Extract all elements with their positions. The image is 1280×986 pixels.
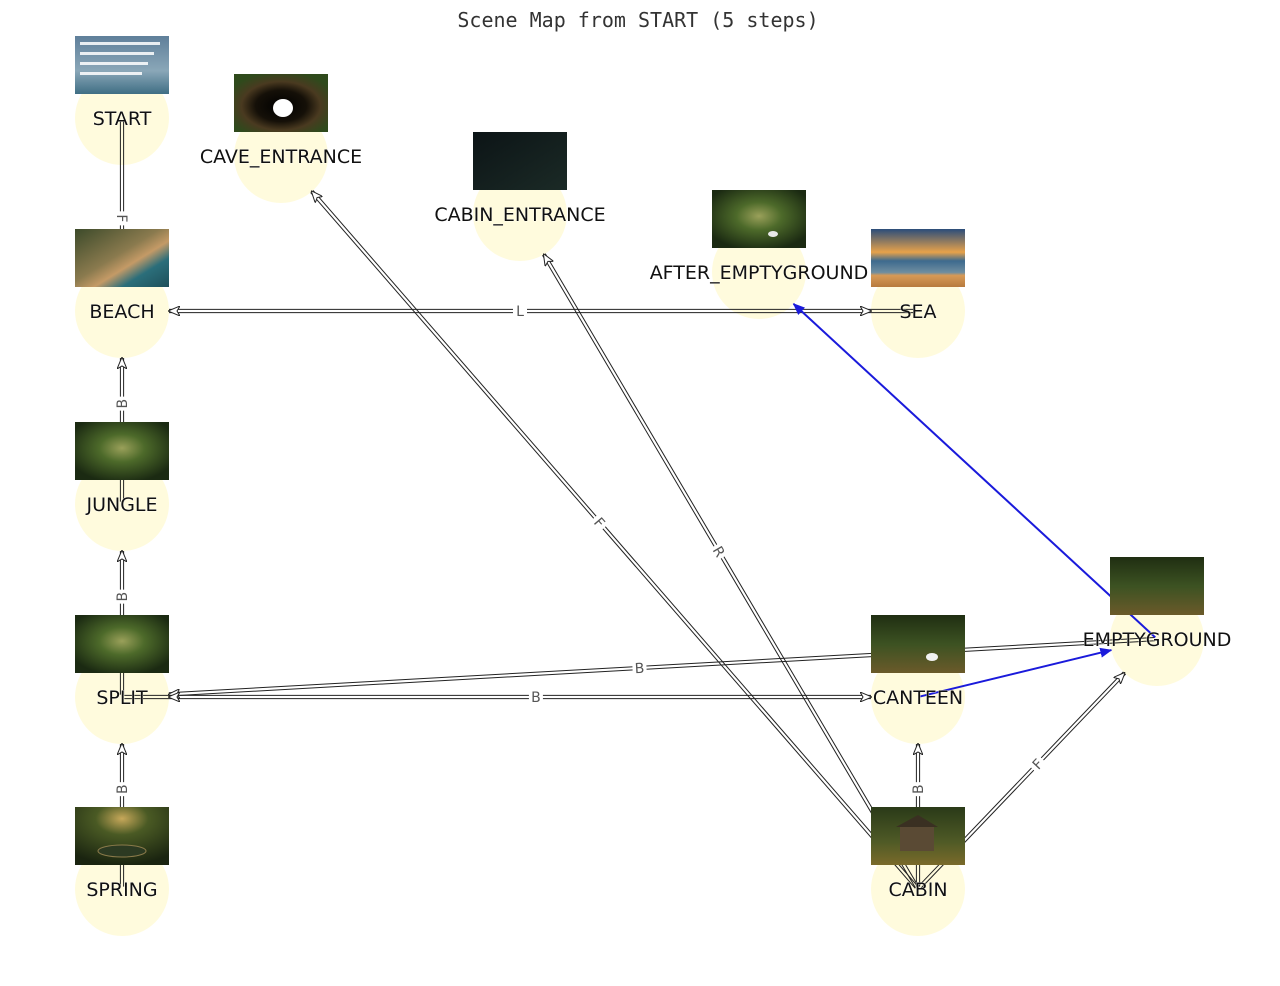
node-label-cave-entrance: CAVE_ENTRANCE bbox=[200, 146, 362, 168]
node-circle-after-emptyground[interactable] bbox=[712, 225, 806, 319]
edge-label-bg bbox=[113, 782, 131, 797]
edge-emptyground-to-after-emptyground bbox=[792, 303, 1156, 639]
map-title: Scene Map from START (5 steps) bbox=[457, 8, 818, 32]
node-circle-cabin-entrance[interactable] bbox=[473, 167, 567, 261]
node-circle-sea[interactable] bbox=[871, 264, 965, 358]
egg-shape bbox=[926, 653, 938, 661]
node-circle-emptyground[interactable] bbox=[1110, 592, 1204, 686]
node-circle-cabin[interactable] bbox=[871, 842, 965, 936]
node-label-beach: BEACH bbox=[89, 301, 154, 323]
node-label-after-emptyground: AFTER_EMPTYGROUND bbox=[650, 262, 869, 284]
edge-cabin-to-cabin-entrance: R bbox=[542, 253, 919, 889]
node-label-spring: SPRING bbox=[86, 879, 157, 901]
edge-line-b bbox=[168, 640, 1155, 697]
jungle-split-image bbox=[75, 615, 169, 673]
edge-label-bg bbox=[113, 396, 131, 411]
edge-label: B bbox=[115, 784, 131, 794]
edge-canteen-to-emptyground bbox=[920, 647, 1113, 698]
node-after-emptyground[interactable]: AFTER_EMPTYGROUND bbox=[649, 190, 869, 284]
node-circle-split[interactable] bbox=[75, 650, 169, 744]
edge-label: F bbox=[113, 214, 129, 222]
edge-cabin-to-cave-entrance: F bbox=[310, 190, 919, 889]
node-split[interactable]: SPLIT bbox=[75, 615, 169, 709]
edge-label: B bbox=[634, 661, 644, 678]
node-label-start: START bbox=[93, 108, 152, 130]
node-circle-jungle[interactable] bbox=[75, 457, 169, 551]
edge-line-a bbox=[312, 190, 919, 887]
node-label-canteen: CANTEEN bbox=[873, 687, 963, 709]
node-cabin-entrance[interactable]: CABIN_ENTRANCE bbox=[434, 132, 606, 226]
node-circles bbox=[75, 71, 1204, 936]
node-circle-canteen[interactable] bbox=[871, 650, 965, 744]
node-sea[interactable]: SEA bbox=[871, 229, 965, 323]
edge-label-bg bbox=[513, 302, 527, 320]
cabin-roof bbox=[896, 815, 938, 827]
node-circle-cave-entrance[interactable] bbox=[234, 109, 328, 203]
node-beach[interactable]: BEACH bbox=[75, 229, 169, 323]
node-cabin[interactable]: CABIN bbox=[871, 807, 965, 901]
text-line bbox=[80, 52, 154, 55]
edge-label: B bbox=[115, 592, 131, 602]
jungle-image bbox=[75, 422, 169, 480]
edge-line-a bbox=[168, 637, 1155, 694]
edge-label-bg bbox=[632, 658, 647, 678]
node-canteen[interactable]: CANTEEN bbox=[871, 615, 965, 709]
jungle-path-image bbox=[712, 190, 806, 248]
edge-label-bg bbox=[588, 511, 611, 534]
ghost-shape bbox=[273, 99, 293, 117]
edge-line-b bbox=[310, 192, 916, 889]
edge-line-b bbox=[542, 255, 916, 889]
edge-label: B bbox=[911, 784, 927, 794]
cabin-shape bbox=[900, 825, 934, 851]
pool-shape bbox=[97, 844, 147, 858]
node-circle-spring[interactable] bbox=[75, 842, 169, 936]
edge-label: B bbox=[531, 690, 541, 706]
edge-label-bg bbox=[909, 782, 927, 797]
node-circle-start[interactable] bbox=[75, 71, 169, 165]
edge-label-bg bbox=[113, 211, 131, 226]
jungle-egg-image bbox=[871, 615, 965, 673]
node-cave-entrance[interactable]: CAVE_ENTRANCE bbox=[200, 74, 362, 168]
edge-label: B bbox=[115, 399, 131, 409]
beach-image bbox=[75, 229, 169, 287]
text-line bbox=[80, 42, 160, 45]
node-start[interactable]: START bbox=[75, 36, 169, 130]
edge-line-a bbox=[544, 253, 919, 887]
node-label-emptyground: EMPTYGROUND bbox=[1083, 629, 1232, 651]
node-label-split: SPLIT bbox=[96, 687, 148, 709]
text-line bbox=[80, 62, 148, 65]
edge-label-bg bbox=[113, 589, 131, 604]
edge-split-to-canteen: B bbox=[124, 688, 871, 706]
node-label-jungle: JUNGLE bbox=[85, 494, 157, 516]
sunset-sea-image bbox=[871, 229, 965, 287]
node-emptyground[interactable]: EMPTYGROUND bbox=[1082, 557, 1232, 651]
edge-emptyground-to-split: B bbox=[168, 637, 1155, 697]
edge-label-bg bbox=[1026, 752, 1049, 776]
jungle-clearing-image bbox=[1110, 557, 1204, 615]
nodes-layer: START CAVE_ENTRANCE CABIN_ENTRANCE AFTER_EM… bbox=[75, 36, 1232, 901]
text-line bbox=[80, 72, 142, 75]
node-spring[interactable]: SPRING bbox=[75, 807, 169, 901]
node-label-sea: SEA bbox=[899, 301, 936, 323]
dark-image bbox=[473, 132, 567, 190]
egg-shape bbox=[768, 231, 778, 237]
node-jungle[interactable]: JUNGLE bbox=[75, 422, 169, 516]
edge-label: L bbox=[516, 304, 524, 320]
node-label-cabin-entrance: CABIN_ENTRANCE bbox=[434, 204, 605, 226]
edge-label-bg bbox=[707, 540, 731, 563]
node-circle-beach[interactable] bbox=[75, 264, 169, 358]
edge-sea-to-beach: L bbox=[169, 302, 916, 320]
edge-label-bg bbox=[528, 688, 543, 706]
edge-line bbox=[792, 303, 1156, 639]
edge-line bbox=[920, 647, 1113, 698]
node-label-cabin: CABIN bbox=[888, 879, 947, 901]
